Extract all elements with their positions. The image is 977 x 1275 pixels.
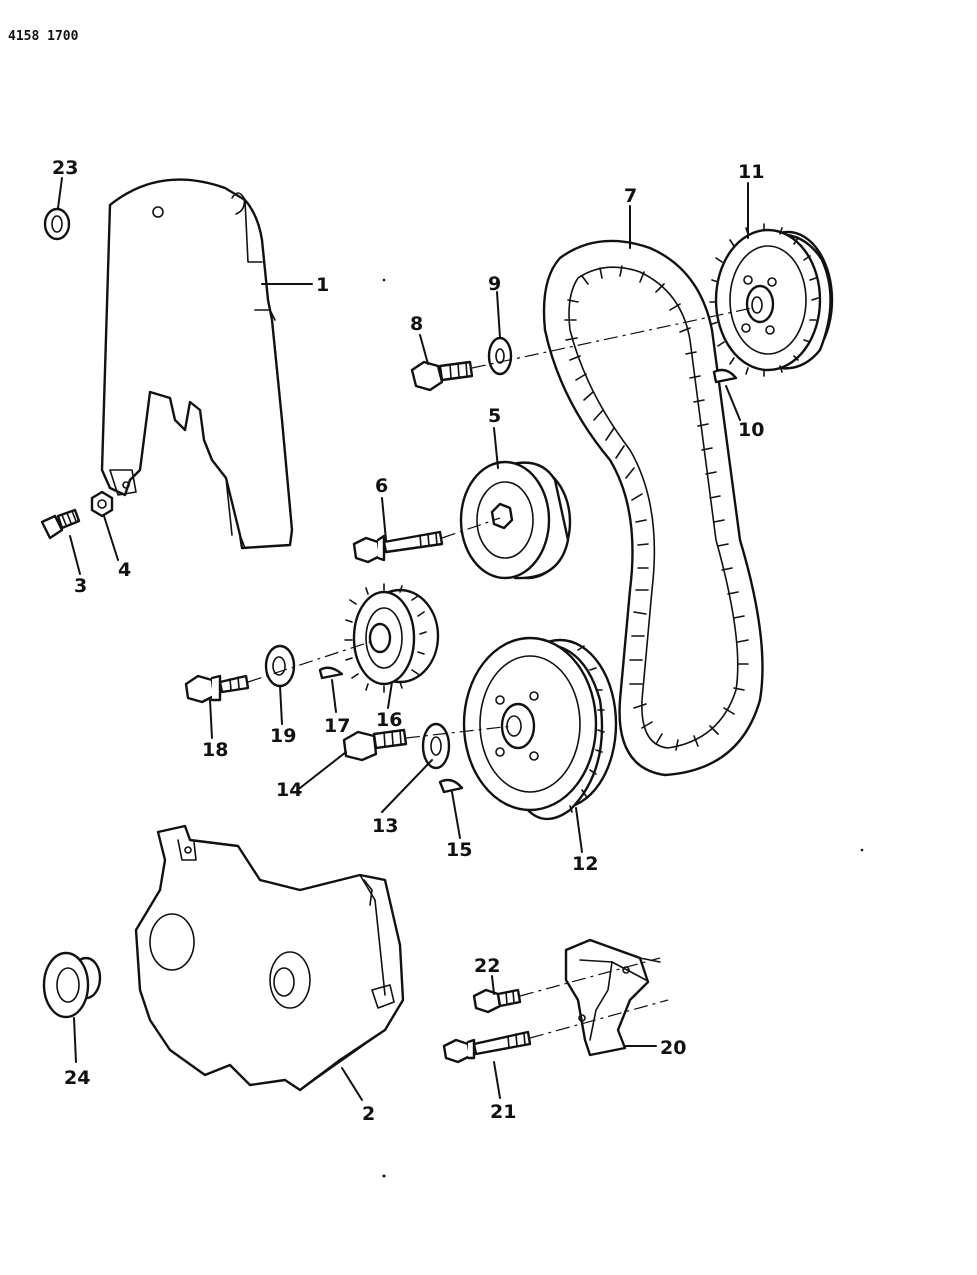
callout-10: 10 <box>738 419 764 441</box>
callout-labels: 1 2 3 4 5 6 7 8 9 10 11 12 13 14 15 16 1… <box>52 157 764 1125</box>
callout-17: 17 <box>324 715 350 737</box>
part-19-washer <box>264 644 296 688</box>
callout-20: 20 <box>660 1037 686 1059</box>
assembly-center-lines <box>247 307 753 1039</box>
callout-4: 4 <box>118 559 131 581</box>
part-16-intermediate-sprocket <box>344 583 440 693</box>
part-4-nut <box>90 490 114 518</box>
callout-9: 9 <box>488 273 501 295</box>
callout-18: 18 <box>202 739 228 761</box>
callout-12: 12 <box>572 853 598 875</box>
callout-16: 16 <box>376 709 402 731</box>
callout-24: 24 <box>64 1067 90 1089</box>
callout-1: 1 <box>316 274 329 296</box>
print-specks <box>382 278 864 1178</box>
part-18-bolt <box>184 674 250 704</box>
part-5-tensioner-pulley <box>459 460 572 580</box>
callout-23: 23 <box>52 157 78 179</box>
callout-11: 11 <box>738 161 764 183</box>
part-8-bolt <box>410 360 474 392</box>
callout-13: 13 <box>372 815 398 837</box>
part-21-bolt <box>442 1030 532 1064</box>
part-9-washer <box>487 336 513 376</box>
callout-14: 14 <box>276 779 302 801</box>
part-15-key <box>438 778 464 794</box>
part-24-seal <box>42 951 102 1019</box>
leader-lines <box>57 177 749 1101</box>
callout-6: 6 <box>375 475 388 497</box>
part-12-crankshaft-sprocket <box>462 636 618 821</box>
part-22-bolt <box>472 988 522 1014</box>
callout-21: 21 <box>490 1101 516 1123</box>
part-13-washer <box>421 722 451 770</box>
part-10-key <box>712 368 738 384</box>
part-2-lower-timing-cover <box>134 824 405 1092</box>
callout-2: 2 <box>362 1103 375 1125</box>
part-23-grommet <box>43 207 71 241</box>
part-6-bolt <box>352 530 444 564</box>
part-1-upper-timing-cover <box>100 178 294 550</box>
part-11-camshaft-sprocket <box>709 223 834 377</box>
callout-15: 15 <box>446 839 472 861</box>
callout-7: 7 <box>624 185 637 207</box>
callout-19: 19 <box>270 725 296 747</box>
callout-22: 22 <box>474 955 500 977</box>
part-20-bracket <box>564 938 661 1057</box>
callout-8: 8 <box>410 313 423 335</box>
document-id: 4158 1700 <box>8 29 79 44</box>
part-7-timing-belt <box>542 239 764 777</box>
callout-3: 3 <box>74 575 87 597</box>
part-17-key <box>318 666 344 680</box>
part-14-bolt <box>342 728 408 762</box>
part-3-bolt <box>40 508 81 540</box>
callout-5: 5 <box>488 405 501 427</box>
